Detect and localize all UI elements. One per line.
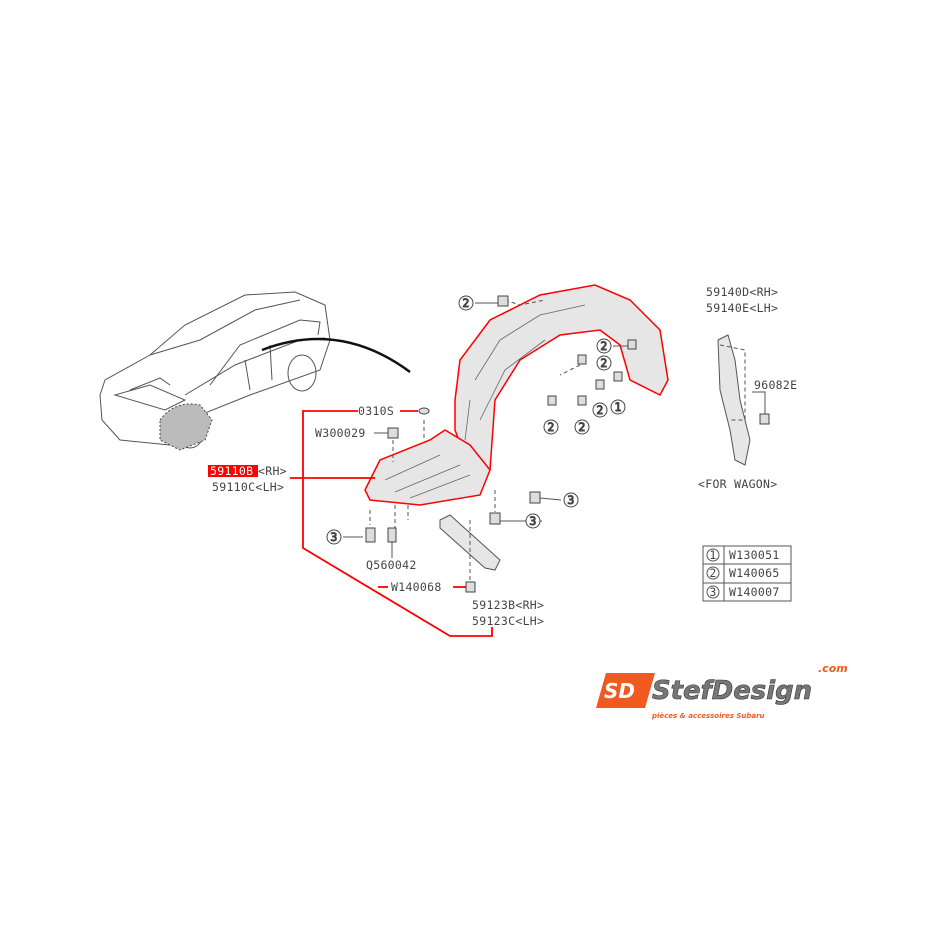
dashed-leaders xyxy=(369,299,581,580)
car-illustration xyxy=(99,291,331,449)
legend-table xyxy=(702,545,792,602)
callout-circle: 3 xyxy=(563,492,579,508)
clip-icon xyxy=(627,339,637,350)
part-label-q560042[interactable]: Q560042 xyxy=(366,558,417,572)
svg-text:3: 3 xyxy=(330,530,337,544)
pointer-curve xyxy=(261,337,411,374)
logo-mark-text: SD xyxy=(604,679,635,703)
mudflap xyxy=(717,334,751,466)
part-label-w300029[interactable]: W300029 xyxy=(315,426,366,440)
highlight-box xyxy=(208,465,258,477)
bolt-icon xyxy=(365,527,376,543)
callout-circle: 2 xyxy=(458,295,474,311)
svg-text:2: 2 xyxy=(578,420,585,434)
stefdesign-logo: SD StefDesign .com pièces & accessoires … xyxy=(596,662,848,720)
bolt-icon xyxy=(489,512,501,525)
fender-liner xyxy=(364,284,669,506)
logo-mark xyxy=(596,673,655,708)
svg-text:1: 1 xyxy=(614,400,621,414)
legend-part[interactable]: W140065 xyxy=(729,566,780,580)
logo-tagline: pièces & accessoires Subaru xyxy=(651,712,765,720)
callout-circle: 3 xyxy=(525,513,541,529)
part-label-59140d[interactable]: 59140D<RH> xyxy=(706,285,778,299)
logo-tld: .com xyxy=(818,662,848,675)
legend-rows: 1 W130051 2 W140065 3 W140007 xyxy=(709,548,779,599)
car-wheel-well-highlight xyxy=(159,403,213,451)
part-label-59140e[interactable]: 59140E<LH> xyxy=(706,301,778,315)
solid-leaders xyxy=(343,302,766,558)
svg-text:3: 3 xyxy=(567,493,574,507)
callout-circle: 2 xyxy=(592,402,608,418)
svg-text:2: 2 xyxy=(600,339,607,353)
callout-circle: 2 xyxy=(543,419,559,435)
callout-circle: 2 xyxy=(596,355,612,371)
svg-text:3: 3 xyxy=(529,514,536,528)
logo-name: StefDesign xyxy=(652,676,812,706)
callout-circle: 1 xyxy=(610,399,626,415)
part-label-w140068[interactable]: W140068 xyxy=(391,580,442,594)
part-labels: 0310S W300029 59110B <RH> 59110C<LH> Q56… xyxy=(208,285,797,628)
clip-icon xyxy=(577,354,587,365)
part-label-59110b[interactable]: 59110B xyxy=(210,464,253,478)
svg-text:2: 2 xyxy=(462,296,469,310)
legend-part[interactable]: W130051 xyxy=(729,548,780,562)
clip-icon xyxy=(759,413,770,425)
callout-circle: 2 xyxy=(596,338,612,354)
clip-icon xyxy=(613,371,623,382)
svg-text:2: 2 xyxy=(547,420,554,434)
callout-circle: 3 xyxy=(326,529,342,545)
fasteners xyxy=(365,295,770,593)
highlight-leaders xyxy=(290,410,493,637)
clip-icon xyxy=(497,295,509,307)
part-label-59123b[interactable]: 59123B<RH> xyxy=(472,598,544,612)
clip-icon xyxy=(595,379,605,390)
bolt-icon xyxy=(387,527,397,543)
part-label-rh-suffix: <RH> xyxy=(258,464,287,478)
svg-text:2: 2 xyxy=(596,403,603,417)
part-label-59110c[interactable]: 59110C<LH> xyxy=(212,480,284,494)
wagon-note: <FOR WAGON> xyxy=(698,477,777,491)
svg-text:2: 2 xyxy=(600,356,607,370)
bolt-icon xyxy=(529,491,541,504)
clip-icon xyxy=(465,581,476,593)
clip-icon xyxy=(547,395,557,406)
part-label-0310s[interactable]: 0310S xyxy=(358,404,394,418)
legend-num: 3 xyxy=(709,585,716,599)
screw-icon xyxy=(387,427,399,439)
legend-part[interactable]: W140007 xyxy=(729,585,780,599)
clip-icon xyxy=(577,395,587,406)
part-label-59123c[interactable]: 59123C<LH> xyxy=(472,614,544,628)
callouts: 2 2 2 2 2 2 2 1 3 3 3 xyxy=(326,295,626,545)
clip-icon xyxy=(418,407,430,415)
part-label-96082e[interactable]: 96082E xyxy=(754,378,797,392)
callout-circle: 2 xyxy=(574,419,590,435)
legend-num: 1 xyxy=(709,548,716,562)
legend-num: 2 xyxy=(709,566,716,580)
